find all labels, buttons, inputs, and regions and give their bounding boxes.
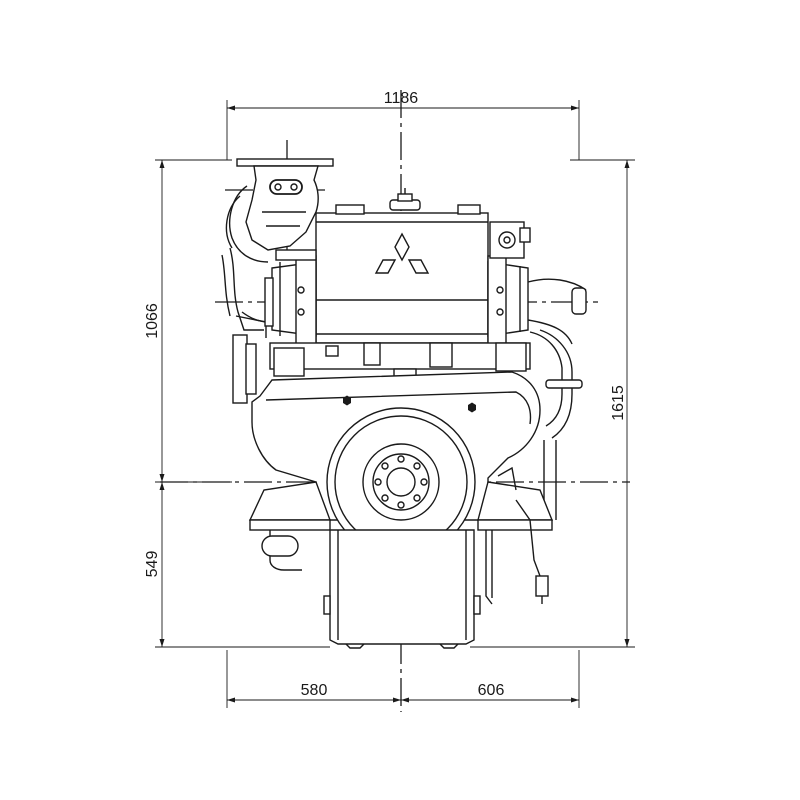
right-piping: [527, 278, 587, 520]
right-harness: [485, 466, 549, 605]
aftercooler-block: [315, 188, 489, 344]
crankshaft-pulley: [326, 407, 476, 557]
pulley-bolts: [374, 455, 428, 509]
dimension-lines: [155, 100, 635, 708]
overall-width-label: 1186: [384, 90, 419, 107]
turbocharger-outlet: [225, 158, 334, 263]
lower-height-label: 549: [144, 551, 161, 578]
left-intake-housing: [264, 249, 317, 345]
engine-mounts: [248, 481, 554, 571]
oil-pan: [323, 529, 481, 649]
left-piping: [221, 247, 269, 404]
engine-body: [221, 158, 587, 649]
upper-height-label: 1066: [144, 303, 161, 339]
right-width-label: 606: [478, 682, 505, 699]
manufacturer-logo: [374, 232, 430, 274]
left-width-label: 580: [301, 682, 328, 699]
right-intake-housing: [487, 221, 531, 345]
overall-height-label: 1615: [610, 385, 627, 421]
